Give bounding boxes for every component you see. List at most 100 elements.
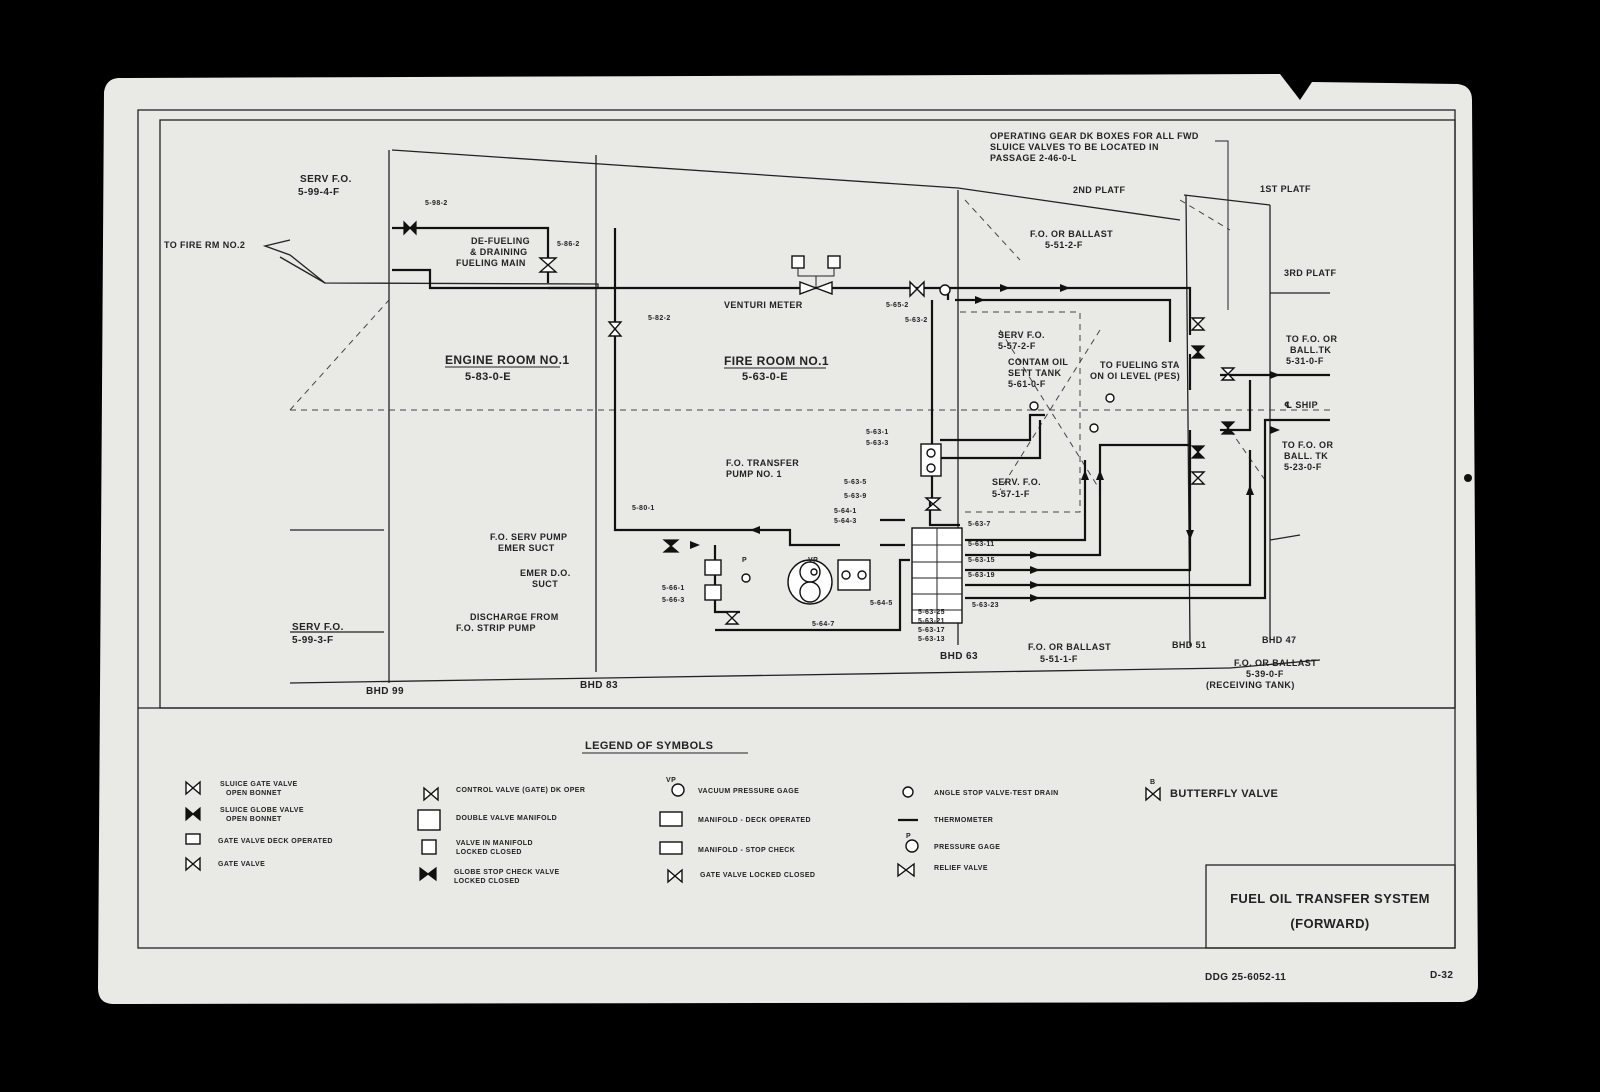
sheet-number: D-32 <box>1430 970 1453 981</box>
valve-tags: 5-98-2 5-86-2 5-82-2 5-65-2 5-63-2 5-63-… <box>425 200 999 643</box>
label-to-fueling-sta: TO FUELING STA <box>1100 360 1180 370</box>
tag-5-82-2: 5-82-2 <box>648 315 671 322</box>
label-fo-ballast-5-51-2-f: F.O. OR BALLAST <box>1030 229 1113 239</box>
label-fo-ballast-5-51-1-f: F.O. OR BALLAST <box>1028 642 1111 652</box>
legend-globe-stop-2: LOCKED CLOSED <box>454 878 520 885</box>
note-operating-gear-1: OPERATING GEAR DK BOXES FOR ALL FWD <box>990 131 1199 141</box>
legend-gate-locked: GATE VALVE LOCKED CLOSED <box>700 872 815 879</box>
vacuum-pressure-gage-icon <box>671 783 685 797</box>
legend-b-tag: B <box>1150 779 1155 786</box>
note-operating-gear-3: PASSAGE 2-46-0-L <box>990 153 1077 163</box>
valve-manifold-locked-icon <box>421 839 437 855</box>
label-pump-no-1: PUMP NO. 1 <box>726 469 782 479</box>
label-contam-oil: CONTAM OIL <box>1008 357 1068 367</box>
note-operating-gear-leader <box>1215 140 1229 310</box>
tag-5-63-17: 5-63-17 <box>918 627 945 634</box>
tag-5-64-3: 5-64-3 <box>834 518 857 525</box>
butterfly-valve-icon <box>1145 786 1161 802</box>
diagram-labels: SERV F.O. 5-99-4-F TO FIRE RM NO.2 ENGIN… <box>164 131 1337 690</box>
legend-valve-manifold-1: VALVE IN MANIFOLD <box>456 840 533 847</box>
tag-5-63-11: 5-63-11 <box>968 541 995 548</box>
relief-valve-icon <box>897 862 915 878</box>
label-contam-oil-id: 5-61-0-F <box>1008 379 1046 389</box>
tag-5-64-1: 5-64-1 <box>834 508 857 515</box>
tank-boundaries <box>289 199 1266 513</box>
legend-title: LEGEND OF SYMBOLS <box>585 740 713 752</box>
label-to-fo-ball-bottom-id: 5-23-0-F <box>1284 462 1322 472</box>
label-fo-strip-pump: F.O. STRIP PUMP <box>456 623 536 633</box>
tag-5-80-1: 5-80-1 <box>632 505 655 512</box>
tag-5-86-2: 5-86-2 <box>557 241 580 248</box>
label-2nd-platf: 2ND PLATF <box>1073 185 1126 195</box>
label-emer-suct: EMER SUCT <box>498 543 555 553</box>
tag-gauge-vp: VP <box>808 557 818 564</box>
tag-gauge-p: P <box>742 557 747 564</box>
label-on-oi-level: ON OI LEVEL (PES) <box>1090 371 1180 381</box>
label-to-fo-ball-top-id: 5-31-0-F <box>1286 356 1324 366</box>
tag-5-63-19: 5-63-19 <box>968 572 995 579</box>
legend: LEGEND OF SYMBOLS SLUICE GATE VALVE OPEN… <box>185 740 1278 885</box>
legend-pressure-gage: PRESSURE GAGE <box>934 844 1000 851</box>
legend-sluice-gate-2: OPEN BONNET <box>226 790 282 797</box>
legend-vacuum-gage: VACUUM PRESSURE GAGE <box>698 788 799 795</box>
label-serv-fo-5-99-4-f-id: 5-99-4-F <box>298 187 340 198</box>
legend-vp-tag: VP <box>666 777 676 784</box>
drawing-number: DDG 25-6052-11 <box>1205 972 1286 983</box>
legend-angle-stop: ANGLE STOP VALVE-TEST DRAIN <box>934 790 1059 797</box>
label-engine-room: ENGINE ROOM NO.1 <box>445 353 569 367</box>
label-emer-do-suct: SUCT <box>532 579 558 589</box>
angle-stop-valve-icon <box>902 786 914 798</box>
label-bhd-63: BHD 63 <box>940 651 978 662</box>
label-to-fo-ball-bottom-tk: BALL. TK <box>1284 451 1328 461</box>
tag-5-63-23: 5-63-23 <box>972 602 999 609</box>
label-fo-ballast-5-51-2-f-id: 5-51-2-F <box>1045 240 1083 250</box>
tag-5-63-7: 5-63-7 <box>968 521 991 528</box>
label-bhd-83: BHD 83 <box>580 680 618 691</box>
hull-outline <box>262 149 1330 684</box>
legend-manifold-stop: MANIFOLD - STOP CHECK <box>698 847 795 854</box>
tag-5-66-1: 5-66-1 <box>662 585 685 592</box>
label-bhd-99: BHD 99 <box>366 686 404 697</box>
sluice-gate-valve-icon <box>185 780 201 796</box>
tag-5-63-5: 5-63-5 <box>844 479 867 486</box>
bulkhead-labels: BHD 99 BHD 83 BHD 63 BHD 51 BHD 47 <box>366 635 1296 697</box>
legend-sluice-globe-1: SLUICE GLOBE VALVE <box>220 807 304 814</box>
label-to-fo-ball-top-tk: BALL.TK <box>1290 345 1331 355</box>
tag-5-63-25: 5-63-25 <box>918 609 945 616</box>
tag-5-63-13: 5-63-13 <box>918 636 945 643</box>
venturi-meter-symbol <box>791 255 841 296</box>
title-line-2: (FORWARD) <box>1290 916 1369 931</box>
tag-5-65-2: 5-65-2 <box>886 302 909 309</box>
legend-valve-manifold-2: LOCKED CLOSED <box>456 849 522 856</box>
tag-5-63-15: 5-63-15 <box>968 557 995 564</box>
label-de-fueling: DE-FUELING <box>471 236 530 246</box>
label-fo-ballast-5-51-1-f-id: 5-51-1-F <box>1040 654 1078 664</box>
bulkheads <box>388 150 1271 683</box>
pressure-gage-icon <box>905 839 919 853</box>
label-fo-ballast-5-39-0-f-id: 5-39-0-F <box>1246 669 1284 679</box>
label-3rd-platf: 3RD PLATF <box>1284 268 1337 278</box>
label-serv-fo-5-57-2-f: SERV F.O. <box>998 330 1045 340</box>
manifold-deck-operated-icon <box>659 811 683 827</box>
label-serv-fo-5-57-1-f: SERV. F.O. <box>992 477 1041 487</box>
label-draining: & DRAINING <box>470 247 528 257</box>
legend-manifold-deck: MANIFOLD - DECK OPERATED <box>698 817 811 824</box>
label-venturi-meter: VENTURI METER <box>724 300 803 310</box>
valve-symbols <box>403 220 1236 625</box>
label-fire-room: FIRE ROOM NO.1 <box>724 354 829 368</box>
legend-butterfly: BUTTERFLY VALVE <box>1170 788 1278 800</box>
gate-valve-icon <box>185 856 201 872</box>
double-valve-manifold-icon <box>417 809 441 831</box>
title-block: FUEL OIL TRANSFER SYSTEM (FORWARD) <box>1230 891 1430 931</box>
label-serv-fo-5-99-3-f: SERV F.O. <box>292 622 344 633</box>
title-line-1: FUEL OIL TRANSFER SYSTEM <box>1230 891 1430 906</box>
label-engine-room-id: 5-83-0-E <box>465 371 511 383</box>
label-to-fire-rm: TO FIRE RM NO.2 <box>164 240 245 250</box>
legend-thermometer: THERMOMETER <box>934 817 993 824</box>
tag-5-63-9: 5-63-9 <box>844 493 867 500</box>
label-emer-do: EMER D.O. <box>520 568 571 578</box>
label-to-fo-ball-bottom: TO F.O. OR <box>1282 440 1333 450</box>
label-to-fo-ball-top: TO F.O. OR <box>1286 334 1337 344</box>
legend-globe-stop-1: GLOBE STOP CHECK VALVE <box>454 869 560 876</box>
